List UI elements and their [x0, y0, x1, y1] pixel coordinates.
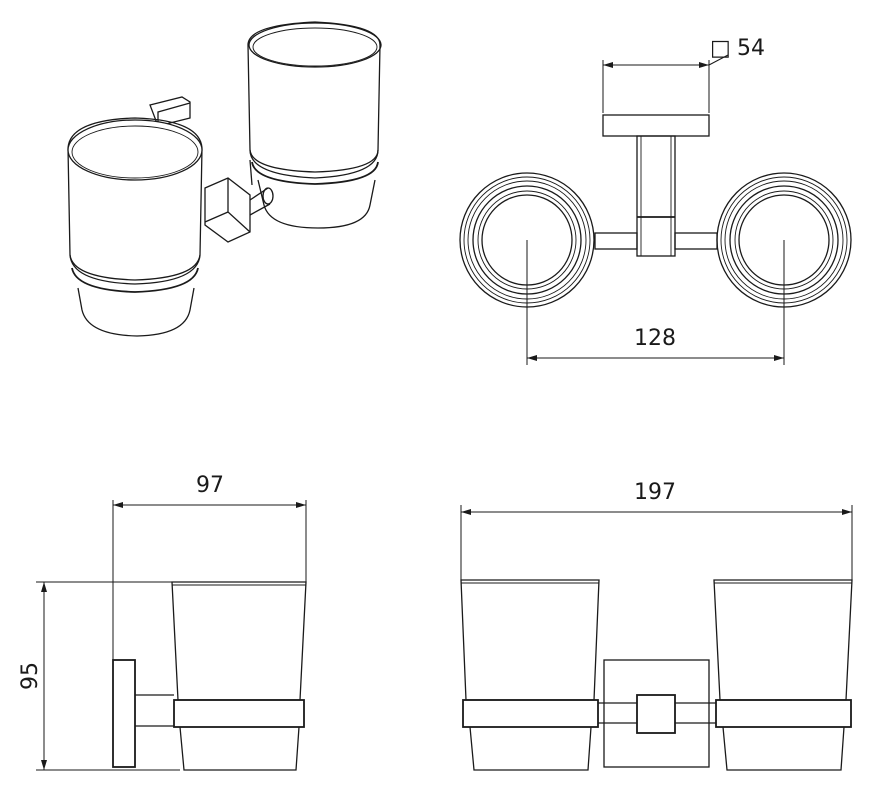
- dim-depth-97: 97: [196, 473, 224, 498]
- top-view: □ 54 128: [459, 36, 852, 365]
- dim-square-54: 54: [737, 36, 765, 61]
- dim-height-95: 95: [18, 662, 43, 690]
- front-view: 197: [460, 480, 853, 771]
- dim-center-128: 128: [634, 326, 676, 351]
- side-view: 97 95: [18, 473, 307, 771]
- square-symbol: □: [710, 36, 731, 61]
- dim-width-197: 197: [634, 480, 676, 505]
- isometric-view: [67, 21, 382, 337]
